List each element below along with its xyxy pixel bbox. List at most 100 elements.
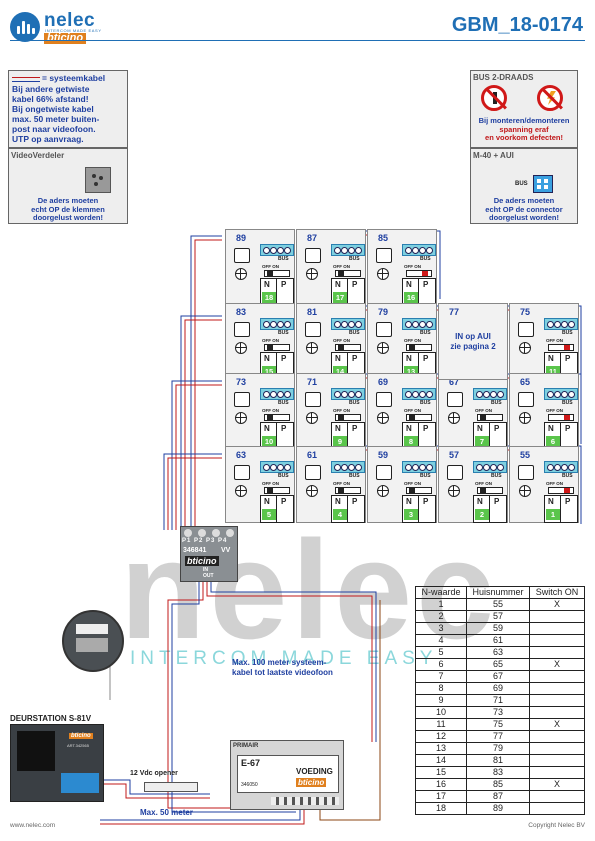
distributor-brand: bticino [185,556,219,566]
table-cell: 2 [415,610,467,623]
n-label: N [335,497,341,506]
termination-switch [335,487,361,494]
off-on-label: OFF ON [475,481,492,486]
bus-terminal-icon [260,244,294,256]
table-cell [529,646,585,659]
no-plug-icon [481,85,507,111]
table-cell [529,694,585,707]
n-value: 11 [546,366,560,377]
videophone-button-icon [235,342,247,354]
videophone-button-icon [448,485,460,497]
videophone-screen-icon [234,392,250,407]
p-label: P [281,354,287,363]
n-label: N [548,354,554,363]
n-label: N [406,354,412,363]
table-cell: 5 [415,646,467,659]
distributor-in: IN [203,567,208,573]
p-label: P [494,424,500,433]
termination-switch [335,344,361,351]
brand-sub: bticino [44,33,87,44]
termination-switch [264,487,290,494]
off-on-label: OFF ON [546,408,563,413]
p-label: P [565,354,571,363]
bus-label: BUS [420,400,431,406]
bus-note-title: BUS 2-DRAADS [473,73,534,82]
distributor-model: 346841 [183,547,207,554]
termination-switch [477,414,503,421]
table-cell: 6 [415,658,467,671]
m40-bus-label: BUS [515,181,528,187]
door-station-title: DEURSTATION S-81V [10,714,92,723]
videophone-screen-icon [305,322,321,337]
table-cell: 4 [415,634,467,647]
videophone-button-icon [235,412,247,424]
videophone-button-icon [235,268,247,280]
bus-terminal-icon [473,461,507,473]
apartment-number: 59 [378,450,389,460]
off-on-label: OFF ON [333,338,350,343]
n-value: 9 [333,436,347,447]
bus-terminal-icon [331,244,365,256]
apartment-number: 75 [520,307,531,317]
bus-terminal-icon [402,388,436,400]
table-cell: 57 [466,610,530,623]
cable-legend-title: = systeemkabel [42,73,106,83]
table-cell: 15 [415,766,467,779]
n-label: N [335,424,341,433]
videophone-screen-icon [234,248,250,263]
off-on-label: OFF ON [262,264,279,269]
table-cell [529,790,585,803]
n-label: N [264,354,270,363]
bus-terminal-icon [260,318,294,330]
apartment-number: 87 [307,233,318,243]
bus-terminal-icon [544,461,578,473]
termination-switch [335,270,361,277]
bus-terminal-icon [402,244,436,256]
table-cell: 69 [466,682,530,695]
header-divider [10,40,585,41]
table-cell: 12 [415,730,467,743]
table-cell: 65 [466,658,530,671]
distributor-suffix: VV [221,547,231,554]
table-cell: 3 [415,622,467,635]
bus-label: BUS [278,256,289,262]
table-cell: 8 [415,682,467,695]
n-value: 17 [333,292,347,303]
videophone-button-icon [377,342,389,354]
table-cell: X [529,658,585,671]
video-distributor: P1 P2 P3 P4 346841 VV bticino IN OUT [180,526,238,582]
distributor-out: OUT [203,573,214,579]
table-cell: X [529,718,585,731]
n-label: N [477,497,483,506]
bus-label: BUS [349,473,360,479]
table-cell: 63 [466,646,530,659]
system-cable-note: Max. 100 meter systeem-kabel tot laatste… [232,658,333,677]
off-on-label: OFF ON [475,408,492,413]
off-on-label: OFF ON [404,408,421,413]
bus-label: BUS [562,400,573,406]
table-cell: 67 [466,670,530,683]
apartment-number: 63 [236,450,247,460]
bus-label: BUS [562,473,573,479]
p-label: P [423,424,429,433]
videophone-button-icon [448,412,460,424]
apartment-number: 61 [307,450,318,460]
